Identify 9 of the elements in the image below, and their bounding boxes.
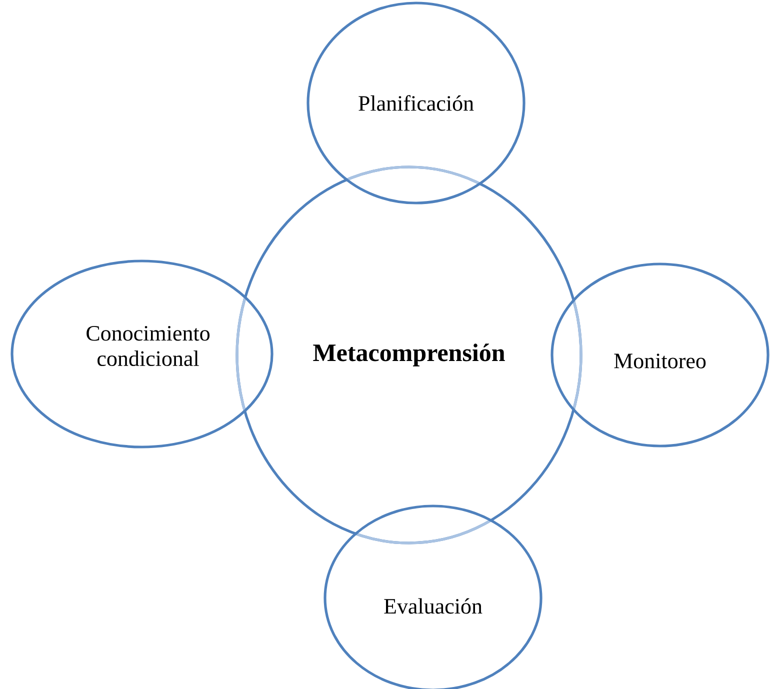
node-label: Monitoreo bbox=[614, 354, 706, 368]
node-label: Metacomprensión bbox=[313, 344, 505, 366]
circle-node bbox=[10, 260, 274, 448]
circle-node bbox=[550, 262, 770, 448]
node-label: Evaluación bbox=[384, 598, 482, 614]
node-label: Conocimiento condicional bbox=[86, 326, 210, 366]
node-label: Planificación bbox=[358, 95, 474, 111]
circle-node bbox=[236, 166, 582, 544]
circle-node bbox=[306, 2, 526, 204]
